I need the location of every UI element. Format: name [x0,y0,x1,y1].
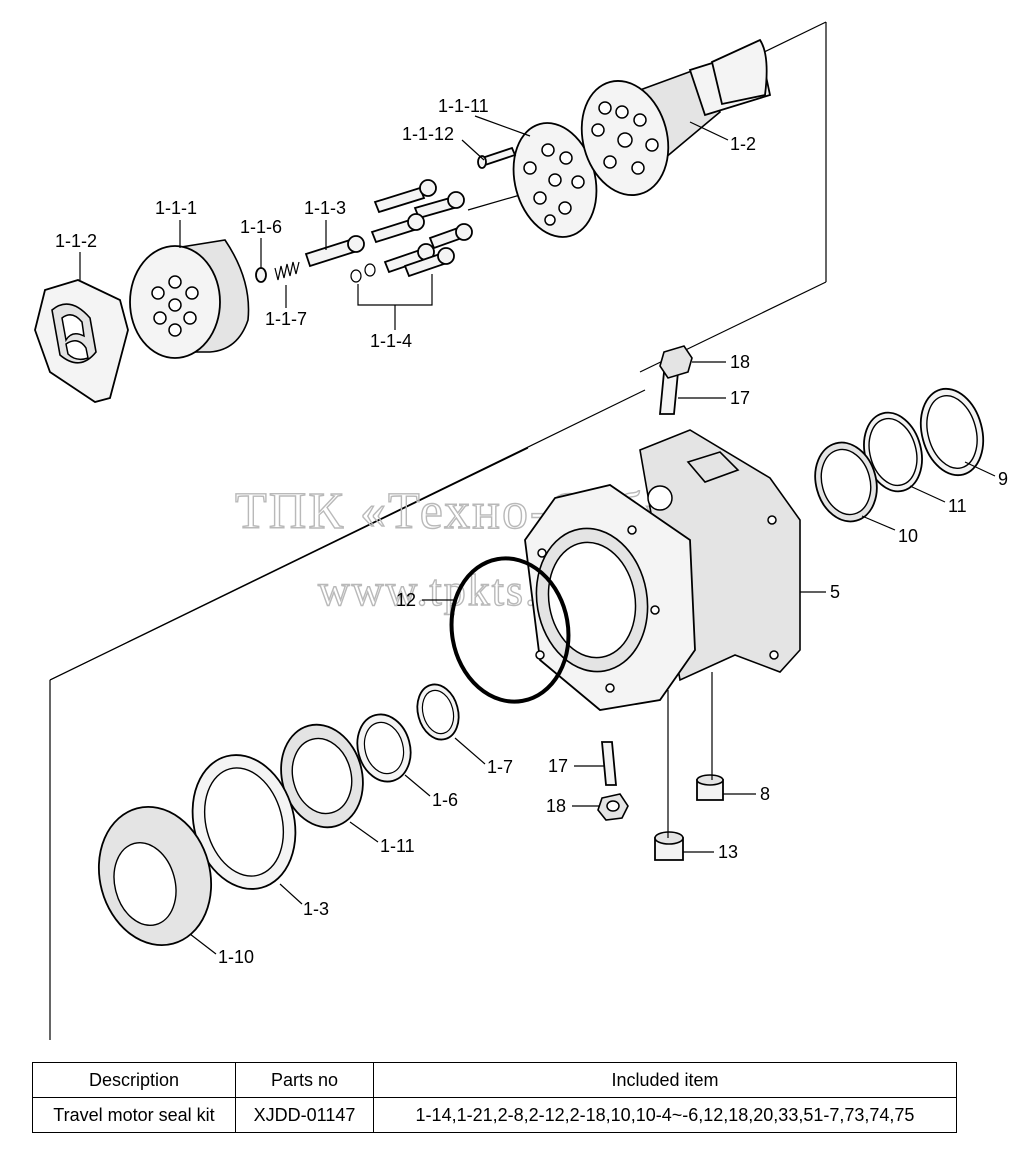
ring-9-part [919,387,985,477]
motor-housing-part [524,429,801,711]
callout-18-top: 18 [730,352,750,372]
callout-labels: 1-1-2 1-1-1 1-1-6 1-1-7 1-1-3 1-1-4 1-1-… [55,96,1008,967]
snap-ring-1-7-part [416,683,460,741]
callout-1-1-12: 1-1-12 [402,124,454,144]
callout-17-bottom: 17 [548,756,568,776]
callout-1-1-7: 1-1-7 [265,309,307,329]
plug-13-part [654,831,684,861]
header-parts-no: Parts no [235,1062,374,1098]
callout-10: 10 [898,526,918,546]
oil-seal-1-3-part [191,754,297,890]
plug-8-part [696,774,724,801]
callout-1-2: 1-2 [730,134,756,154]
callout-1-7: 1-7 [487,757,513,777]
pistons-part [350,179,473,330]
stud-bottom-part [601,741,617,786]
cylinder-block-part [129,239,250,359]
retainer-plate-part [512,122,598,238]
callout-1-11: 1-11 [380,836,415,856]
bolt-top-part [659,345,693,415]
callout-1-10: 1-10 [218,947,254,967]
callout-13: 13 [718,842,738,862]
center-pin-part [304,235,365,268]
shim-1-6-part [356,713,412,783]
cell-description: Travel motor seal kit [32,1097,236,1133]
bearing-1-11-part [280,723,364,829]
header-included-item: Included item [373,1062,957,1098]
leader-lines [79,115,996,955]
washer-part [255,267,267,283]
callout-18-bottom: 18 [546,796,566,816]
table-header-row: Description Parts no Included item [32,1062,957,1098]
drive-shaft-part [580,38,772,196]
callout-1-1-1: 1-1-1 [155,198,197,218]
callout-1-1-2: 1-1-2 [55,231,97,251]
callout-5: 5 [830,582,840,602]
nut-bottom-part [597,793,629,821]
header-description: Description [32,1062,236,1098]
o-ring-12-part [449,556,571,704]
table-row: Travel motor seal kit XJDD-01147 1-14,1-… [32,1097,957,1133]
callout-9: 9 [998,469,1008,489]
valve-plate-part [34,279,129,403]
callout-1-1-6: 1-1-6 [240,217,282,237]
screw-part [477,146,517,169]
callout-11: 11 [948,496,967,516]
callout-1-1-11: 1-1-11 [438,96,489,116]
callout-1-6: 1-6 [432,790,458,810]
seal-kit-table: Description Parts no Included item Trave… [32,1062,957,1133]
cell-included-item: 1-14,1-21,2-8,2-12,2-18,10,10-4~-6,12,18… [373,1097,957,1133]
callout-17-top: 17 [730,388,750,408]
callout-8: 8 [760,784,770,804]
seal-10-part [814,441,878,523]
cell-parts-no: XJDD-01147 [235,1097,374,1133]
spring-part [274,261,300,281]
callout-1-1-4: 1-1-4 [370,331,412,351]
callout-1-3: 1-3 [303,899,329,919]
exploded-parts-diagram: ТПК «Техно-Сиб» www.tpkts.ru [34,21,1008,1040]
bearing-1-10-part [97,806,213,946]
callout-12: 12 [396,590,416,610]
callout-1-1-3: 1-1-3 [304,198,346,218]
